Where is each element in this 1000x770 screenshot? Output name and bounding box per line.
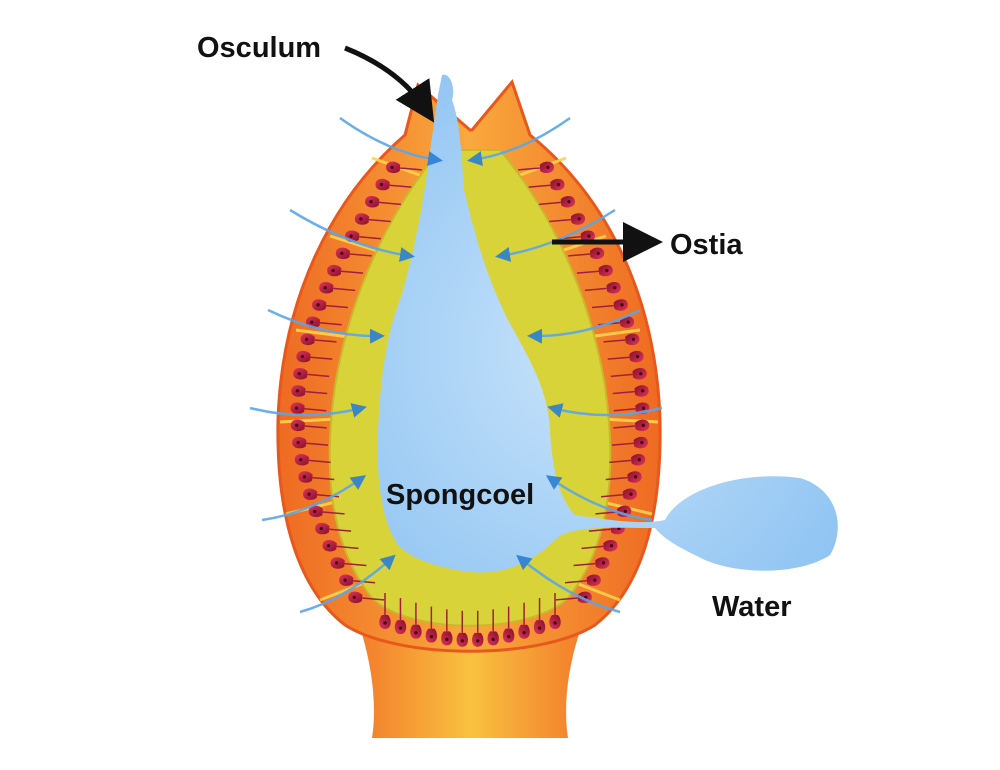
choanocyte-icon (528, 178, 565, 191)
choanocyte-icon (425, 606, 438, 643)
choanocyte-icon (303, 488, 340, 500)
choanocyte-icon (591, 299, 628, 311)
choanocyte-icon (576, 264, 613, 277)
choanocyte-icon (568, 247, 605, 260)
choanocyte-icon (607, 350, 644, 363)
choanocyte-icon (549, 593, 561, 629)
choanocyte-icon (348, 591, 385, 604)
water-flow-arrow-icon (339, 116, 443, 167)
choanocyte-icon (600, 488, 637, 500)
choanocyte-icon (292, 436, 329, 449)
choanocyte-icon (573, 557, 610, 569)
choanocyte-icon (294, 454, 331, 466)
choanocyte-icon (308, 505, 345, 518)
water-flow-arrow-icon (267, 308, 385, 344)
choanocyte-icon (564, 574, 601, 586)
choanocyte-icon (293, 368, 330, 380)
choanocyte-icon (365, 196, 401, 208)
water-flow-arrow-icon (547, 403, 663, 418)
choanocyte-icon (456, 610, 468, 647)
water-flow-arrow-icon (249, 403, 367, 418)
choanocyte-icon (290, 402, 327, 414)
choanocyte-icon (335, 247, 372, 260)
water-flow-arrow-icon (261, 475, 367, 522)
choanocyte-icon (330, 557, 367, 569)
osculum-pointer-arrow (344, 45, 435, 123)
choanocyte-icon (375, 178, 412, 191)
choanocyte-icon (300, 333, 337, 346)
spongocoel-water (377, 74, 838, 573)
choanocyte-icon (581, 540, 618, 552)
choanocyte-icon (611, 436, 648, 449)
choanocyte-icon (441, 609, 453, 646)
water-flow-arrow-icon (545, 475, 653, 522)
choanocyte-icon (291, 385, 328, 397)
choanocyte-icon (319, 282, 356, 294)
choanocyte-icon (472, 610, 484, 647)
choanocyte-icon (518, 602, 530, 639)
ostia-label: Ostia (670, 229, 743, 261)
choanocyte-icon (533, 598, 546, 635)
water-flow-arrow-icon (516, 554, 621, 614)
water-label: Water (712, 591, 792, 623)
choanocyte-icon (487, 609, 499, 646)
water-flow-arrow-icon (467, 116, 571, 167)
choanocyte-icon (315, 522, 352, 535)
choanocyte-icon (386, 161, 422, 174)
choanocyte-icon (502, 606, 515, 643)
choanocyte-icon (609, 454, 646, 466)
choanocyte-icon (322, 540, 359, 552)
choanocyte-icon (354, 213, 391, 225)
choanocyte-icon (603, 333, 640, 346)
choanocyte-icon (584, 282, 621, 294)
water-flow-arrow-icon (299, 554, 396, 614)
spongocoel-label: Spongcoel (386, 479, 534, 511)
choanocyte-icon (379, 593, 391, 629)
choanocyte-icon (518, 161, 554, 174)
choanocyte-icon (605, 471, 642, 483)
choanocyte-icon (613, 419, 650, 432)
choanocyte-icon (298, 471, 335, 483)
osculum-label: Osculum (197, 32, 321, 64)
choanocyte-icon (539, 196, 575, 208)
choanocyte-icon (410, 602, 422, 639)
choanocyte-icon (610, 368, 647, 380)
water-flow-arrow-icon (289, 208, 415, 262)
choanocyte-icon (612, 385, 649, 397)
choanocyte-icon (394, 598, 407, 635)
choanocyte-icon (290, 419, 327, 432)
choanocyte-icon (327, 264, 364, 277)
water-flow-arrow-icon (527, 308, 641, 344)
choanocyte-icon (312, 299, 349, 311)
choanocyte-icon (549, 213, 586, 225)
choanocyte-icon (296, 350, 333, 363)
